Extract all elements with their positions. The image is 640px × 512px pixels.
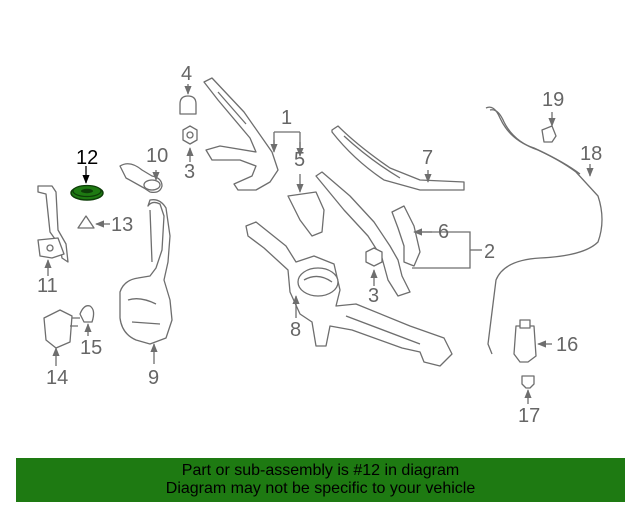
callout-12-highlighted: 12 <box>76 147 98 169</box>
callout-3-upper: 3 <box>184 161 195 183</box>
banner-line-disclaimer: Diagram may not be specific to your vehi… <box>165 480 476 497</box>
part-8-motor-linkage[interactable] <box>245 221 453 367</box>
callout-8: 8 <box>290 319 301 341</box>
part-9-reservoir[interactable] <box>119 199 173 345</box>
part-14-pump[interactable] <box>43 309 80 349</box>
info-banner: Part or sub-assembly is #12 in diagram D… <box>16 458 625 502</box>
part-3-nut-lower[interactable] <box>365 247 383 267</box>
callout-1: 1 <box>281 107 292 129</box>
callout-4: 4 <box>181 63 192 85</box>
part-12-seal[interactable] <box>70 184 104 201</box>
part-16-pump[interactable] <box>513 319 537 363</box>
part-6-hose[interactable] <box>391 205 421 267</box>
part-18-hose[interactable] <box>485 106 603 355</box>
callout-labels: 4 1 10 3 5 7 12 13 6 2 11 3 8 15 14 9 19… <box>37 63 602 427</box>
banner-line-part: Part or sub-assembly is #12 in diagram <box>181 462 460 479</box>
part-7-wiper-blade[interactable] <box>331 125 465 191</box>
part-4-cap[interactable] <box>179 95 197 115</box>
callout-11: 11 <box>37 275 58 297</box>
callout-14: 14 <box>46 367 68 389</box>
callout-leaders <box>44 84 594 404</box>
part-17-grommet[interactable] <box>521 375 535 389</box>
part-10-cap[interactable] <box>119 163 163 194</box>
callout-7: 7 <box>422 147 433 169</box>
part-3-nut-upper[interactable] <box>182 125 198 145</box>
callout-15: 15 <box>80 337 102 359</box>
part-1-wiper-arm-left[interactable] <box>203 77 279 191</box>
callout-5: 5 <box>294 149 305 171</box>
part-11-bracket[interactable] <box>37 185 69 263</box>
callout-13: 13 <box>111 214 133 236</box>
callout-9: 9 <box>148 367 159 389</box>
callout-2: 2 <box>484 241 495 263</box>
callout-18: 18 <box>580 143 602 165</box>
callout-16: 16 <box>556 334 578 356</box>
part-15-cap[interactable] <box>79 305 95 323</box>
part-19-clip[interactable] <box>541 125 557 143</box>
callout-6: 6 <box>438 221 449 243</box>
callout-19: 19 <box>542 89 564 111</box>
parts-diagram: 4 1 10 3 5 7 12 13 6 2 11 3 8 15 14 9 19… <box>37 63 603 427</box>
callout-10: 10 <box>146 145 168 167</box>
part-5-cover[interactable] <box>287 191 325 237</box>
callout-17: 17 <box>518 405 540 427</box>
part-13-grommet[interactable] <box>77 215 95 229</box>
callout-3-lower: 3 <box>368 285 379 307</box>
part-2-wiper-arm-right[interactable] <box>315 171 411 297</box>
